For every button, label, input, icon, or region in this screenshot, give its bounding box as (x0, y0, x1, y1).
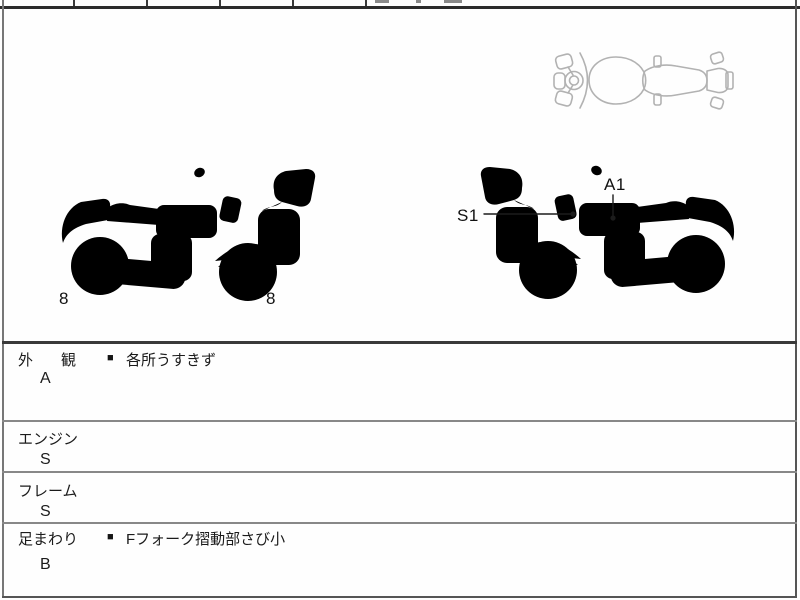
grade-value: A (40, 370, 51, 387)
header-bottom-rule (0, 6, 800, 9)
header-divider (365, 0, 367, 7)
turn-signal-right-icon (709, 96, 725, 110)
tail-light-top-icon (725, 71, 734, 90)
sheet-border-bottom (2, 596, 797, 598)
clipped-text-fragment (416, 0, 421, 3)
row-label: エンジン (18, 431, 79, 448)
turn-signal-left-icon (709, 51, 725, 65)
grade-value: S (40, 503, 51, 520)
note-text: 各所うすきず (126, 352, 217, 369)
row-label: 外 観 (18, 352, 76, 369)
headlight-lens-icon (568, 75, 580, 86)
motorcycle-top-view (553, 51, 734, 110)
table-rule (2, 420, 797, 422)
headlight-top-icon (564, 70, 584, 91)
fuel-tank-top-icon (588, 56, 647, 105)
row-label: フレーム (18, 483, 78, 500)
mirror-left-icon (554, 53, 574, 70)
grade-value: B (40, 556, 51, 573)
header-divider (219, 0, 221, 7)
header-divider (73, 0, 75, 7)
clipped-text-fragment (444, 0, 462, 3)
damage-code-left-front: 8 (266, 289, 276, 308)
sheet-border-left (2, 0, 4, 598)
damage-pointer-s1 (483, 211, 576, 217)
footpeg-right-icon (653, 93, 662, 106)
damage-code-s1: S1 (457, 206, 479, 225)
mirror-right-icon (554, 90, 574, 107)
motorcycle-side-view-right (480, 164, 735, 299)
seat-top-icon (641, 64, 708, 97)
sheet-border-right (795, 0, 797, 598)
rear-body-top-icon (706, 67, 729, 94)
windshield-arc-icon (579, 52, 589, 109)
motorcycle-side-view-left (61, 166, 316, 301)
note-marker-icon: ■ (107, 352, 114, 364)
table-rule (2, 341, 797, 344)
header-divider (292, 0, 294, 7)
note-text: Fフォーク摺動部さび小 (126, 531, 286, 548)
table-rule (2, 522, 797, 524)
front-wheel-top-icon (553, 72, 566, 90)
clipped-text-fragment (375, 0, 389, 3)
damage-code-a1: A1 (604, 175, 626, 194)
row-label: 足まわり (18, 531, 79, 548)
damage-pointer-a1 (610, 194, 616, 221)
damage-code-left-rear: 8 (59, 289, 69, 308)
table-rule (2, 471, 797, 473)
footpeg-left-icon (653, 55, 662, 68)
header-divider (146, 0, 148, 7)
note-marker-icon: ■ (107, 531, 114, 543)
grade-value: S (40, 451, 51, 468)
